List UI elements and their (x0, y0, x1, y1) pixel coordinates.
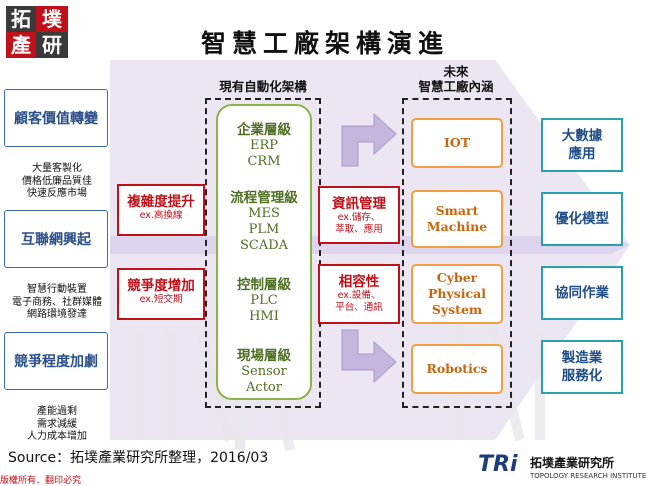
note-line: 快速反應市場 (27, 188, 87, 199)
outcome-line: 優化模型 (555, 211, 609, 227)
note-line: 產能過剩 (37, 406, 77, 417)
note-line: 需求減緩 (37, 418, 77, 430)
arrow-up-right-icon (341, 112, 397, 167)
outcome-big-data: 大數據 應用 (541, 118, 623, 172)
red-box-sub: 平台、通訊 (335, 302, 383, 313)
outcome-line: 製造業 (561, 350, 603, 366)
level-item: ERP (249, 138, 279, 153)
level-title: 企業層級 (237, 122, 291, 138)
level-process: 流程管理級 MES PLM SCADA (216, 186, 312, 254)
future-item-line: Physical (428, 286, 486, 301)
red-box-sub: ex.高換線 (139, 210, 183, 221)
red-box-sub: ex.設備、 (337, 290, 381, 301)
level-item: CRM (247, 154, 281, 169)
note-line: 網路環境發達 (27, 309, 87, 320)
current-architecture-frame (205, 98, 321, 408)
outcome-line: 協同作業 (555, 285, 609, 301)
future-item-line: System (431, 302, 483, 317)
footer-brand-en: TOPOLOGY RESEARCH INSTITUTE (530, 472, 647, 480)
future-architecture-frame (402, 98, 512, 408)
arrow-down-right-icon (341, 329, 397, 384)
left-box-internet: 互聯網興起 (4, 210, 108, 268)
level-title: 現場層級 (237, 348, 291, 364)
red-box-sub: ex.儲存、 (337, 212, 381, 223)
future-item-iot: IOT (411, 118, 503, 168)
left-box-customer-value: 顧客價值轉變 (4, 89, 108, 147)
future-item-line: Machine (426, 219, 488, 234)
logo-char-3: 產 (6, 32, 36, 58)
footer-brand-mark: TRi (478, 452, 518, 477)
automation-levels-box (216, 104, 312, 400)
level-item: SCADA (239, 238, 289, 253)
level-item: PLC (250, 293, 278, 308)
level-enterprise: 企業層級 ERP CRM (216, 118, 312, 170)
left-notes-customer-value: 大量客製化 價格低廉品質佳 快速反應市場 (0, 163, 114, 201)
footer-brand-cn: 拓墣產業研究所 (530, 456, 615, 470)
red-box-sub: 萃取、應用 (335, 224, 383, 235)
future-item-robotics: Robotics (411, 344, 503, 394)
current-architecture-label: 現有自動化架構 (219, 79, 307, 94)
left-notes-competition: 產能過剩 需求減緩 人力成本增加 (0, 406, 114, 444)
red-box-title: 相容性 (338, 274, 380, 290)
red-box-compatibility: 相容性 ex.設備、 平台、通訊 (318, 264, 400, 324)
logo-char-1: 拓 (6, 6, 36, 32)
future-architecture-label: 未來 智慧工廠內涵 (396, 64, 516, 94)
note-line: 智慧行動裝置 (27, 284, 87, 295)
red-box-sub: ex.短交期 (139, 294, 183, 305)
logo-char-2: 墣 (36, 6, 68, 32)
red-box-title: 資訊管理 (332, 196, 386, 212)
level-item: HMI (249, 309, 279, 324)
left-box-competition: 競爭程度加劇 (4, 332, 108, 390)
level-item: MES (248, 206, 280, 221)
left-notes-internet: 智慧行動裝置 電子商務、社群媒體 網路環境發達 (0, 284, 114, 322)
red-box-complexity: 複雜度提升 ex.高換線 (117, 184, 205, 236)
note-line: 大量客製化 (32, 163, 82, 174)
outcome-collaboration: 協同作業 (541, 266, 623, 320)
level-item: PLM (248, 222, 280, 237)
future-item-cps: Cyber Physical System (411, 264, 503, 324)
note-line: 人力成本增加 (27, 431, 87, 442)
source-note: Source：拓墣產業研究所整理，2016/03 (8, 450, 269, 466)
note-line: 價格低廉品質佳 (22, 175, 92, 187)
note-line: 電子商務、社群媒體 (12, 296, 102, 308)
future-item-line: Smart (435, 203, 479, 218)
level-item: Actor (246, 380, 282, 395)
red-box-competition: 競爭度增加 ex.短交期 (117, 268, 205, 320)
outcome-line: 服務化 (561, 368, 603, 384)
copyright-note: 版權所有．翻印必究 (0, 476, 82, 486)
future-item-line: IOT (443, 135, 471, 150)
page-title: 智慧工廠架構演進 (200, 29, 449, 58)
future-item-smart-machine: Smart Machine (411, 190, 503, 248)
future-item-line: Robotics (426, 361, 488, 376)
level-title: 控制層級 (237, 277, 291, 293)
outcome-optimization-model: 優化模型 (541, 192, 623, 246)
red-box-title: 競爭度增加 (127, 278, 195, 294)
level-title: 流程管理級 (230, 190, 298, 206)
future-label-line: 智慧工廠內涵 (418, 79, 494, 94)
outcome-servitization: 製造業 服務化 (541, 340, 623, 394)
level-field: 現場層級 Sensor Actor (216, 344, 312, 396)
red-box-title: 複雜度提升 (127, 194, 195, 210)
future-label-line: 未來 (443, 64, 469, 79)
future-item-line: Cyber (436, 270, 478, 285)
brand-logo: 拓 墣 產 研 (6, 6, 70, 58)
level-control: 控制層級 PLC HMI (216, 273, 312, 325)
logo-char-4: 研 (36, 32, 68, 58)
level-item: Sensor (241, 364, 287, 379)
outcome-line: 應用 (568, 146, 596, 162)
outcome-line: 大數據 (561, 128, 603, 144)
red-box-info-management: 資訊管理 ex.儲存、 萃取、應用 (318, 186, 400, 244)
